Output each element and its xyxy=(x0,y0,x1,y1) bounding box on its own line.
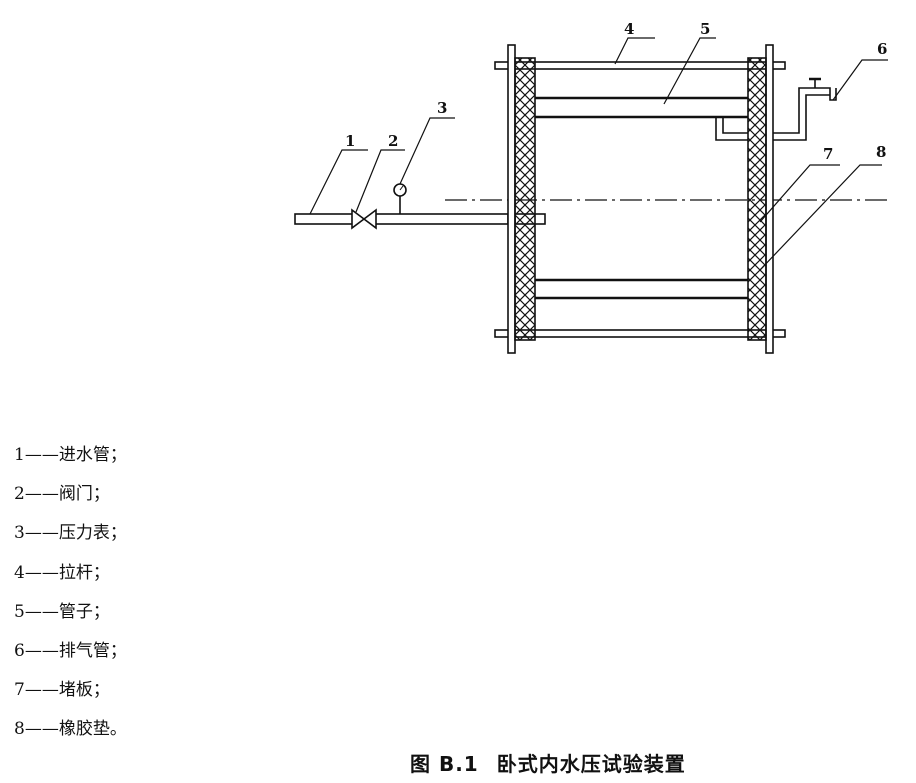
legend-dash: —— xyxy=(24,601,59,622)
callout-7: 7 xyxy=(823,145,833,163)
callout-5: 5 xyxy=(700,20,710,38)
leader-lines xyxy=(309,37,888,271)
right-end-plate xyxy=(765,44,774,354)
legend-num: 3 xyxy=(14,523,25,544)
legend-item: 3——压力表； xyxy=(14,514,127,553)
legend-num: 1 xyxy=(14,445,25,465)
legend-item: 1——进水管； xyxy=(14,436,127,475)
legend-dash: —— xyxy=(24,719,59,740)
legend-item: 8——橡胶垫。 xyxy=(14,710,127,749)
legend-text: 堵板； xyxy=(58,680,110,701)
right-rubber-gasket xyxy=(747,57,767,341)
left-rubber-gasket xyxy=(514,57,536,341)
legend-text: 压力表； xyxy=(58,523,127,544)
callout-8: 8 xyxy=(876,143,886,161)
legend: 1——进水管； 2——阀门； 3——压力表； 4——拉杆； 5——管子； 6——… xyxy=(14,436,127,750)
callout-4: 4 xyxy=(624,20,634,38)
legend-num: 7 xyxy=(14,680,25,701)
legend-item: 6——排气管； xyxy=(14,632,127,671)
legend-dash: —— xyxy=(24,641,59,662)
test-apparatus-diagram: 1 2 3 4 5 6 7 8 xyxy=(294,20,890,354)
figure-title: 卧式内水压试验装置 xyxy=(496,752,686,776)
pressure-gauge-icon xyxy=(393,183,407,214)
legend-dash: —— xyxy=(24,445,59,465)
valve-icon xyxy=(351,208,377,230)
legend-text: 橡胶垫。 xyxy=(58,719,127,740)
legend-num: 5 xyxy=(14,601,25,622)
figure-caption: 图 B.1 卧式内水压试验装置 xyxy=(410,748,704,777)
legend-text: 排气管； xyxy=(58,641,127,662)
figure-number: 图 B.1 xyxy=(410,752,479,776)
legend-item: 4——拉杆； xyxy=(14,554,127,593)
test-pipes xyxy=(535,96,748,300)
legend-dash: —— xyxy=(24,680,59,701)
legend-item: 2——阀门； xyxy=(14,475,127,514)
legend-dash: —— xyxy=(24,562,59,583)
legend-num: 2 xyxy=(14,484,25,505)
callout-2: 2 xyxy=(388,132,398,150)
legend-dash: —— xyxy=(24,484,59,505)
vent-pipe xyxy=(715,77,837,141)
legend-num: 6 xyxy=(14,641,25,662)
legend-text: 管子； xyxy=(58,601,110,622)
callout-3: 3 xyxy=(437,99,447,117)
callout-1: 1 xyxy=(345,132,355,150)
legend-num: 4 xyxy=(14,562,25,583)
legend-dash: —— xyxy=(24,523,59,544)
legend-text: 进水管； xyxy=(58,445,127,465)
tie-rods xyxy=(494,61,786,338)
left-end-plate xyxy=(507,44,516,354)
legend-num: 8 xyxy=(14,719,25,740)
legend-text: 拉杆； xyxy=(58,562,110,583)
legend-item: 7——堵板； xyxy=(14,671,127,710)
legend-item: 5——管子； xyxy=(14,593,127,632)
callout-labels: 1 2 3 4 5 6 7 8 xyxy=(345,20,887,163)
callout-6: 6 xyxy=(877,40,887,58)
legend-text: 阀门； xyxy=(58,484,110,505)
